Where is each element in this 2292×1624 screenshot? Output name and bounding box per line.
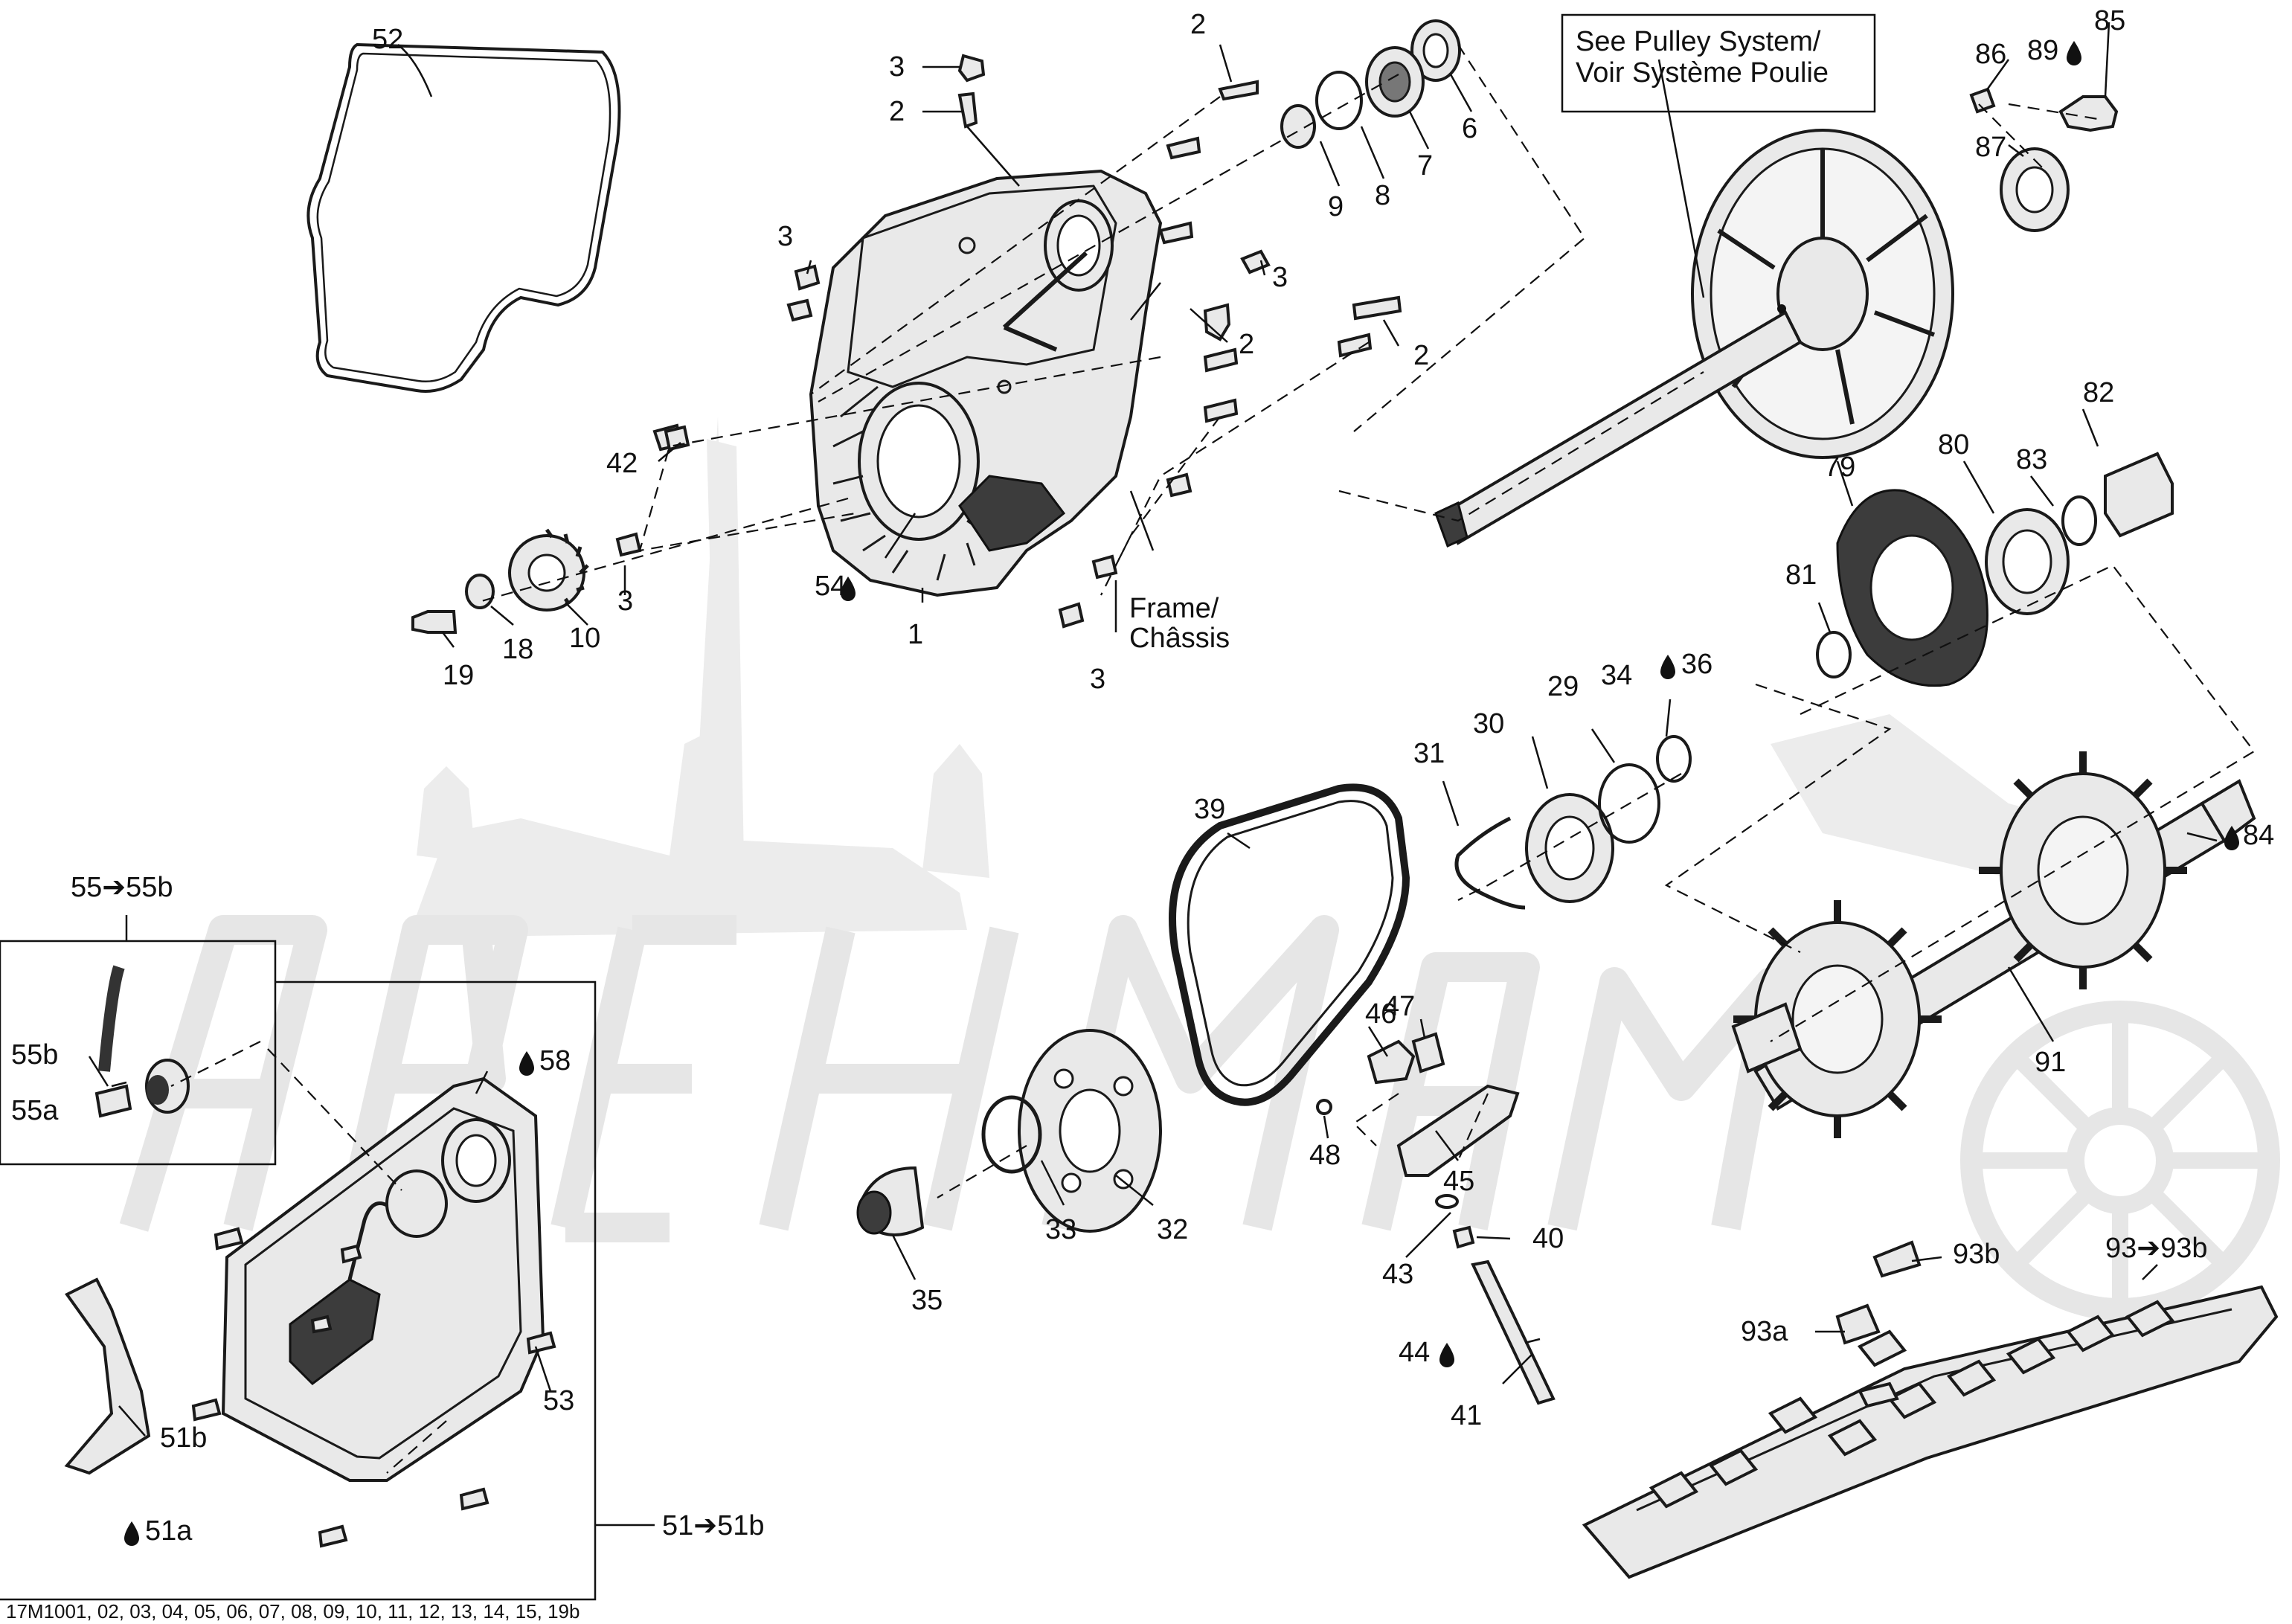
- callout-93-range: 93➔93b: [2105, 1233, 2208, 1264]
- callout-45: 45: [1443, 1166, 1474, 1197]
- callout-55-range: 55➔55b: [71, 872, 173, 903]
- assembly-dashed-lines: [170, 44, 2256, 1474]
- callout-labels: 52 3 2 2 9 8 7 6 3 3 2 2 42 54 1 3 19 18…: [6, 5, 2274, 1623]
- callout-82: 82: [2083, 377, 2114, 408]
- callout-2: 2: [1413, 340, 1429, 371]
- oil-drop-icon: [1439, 1343, 1454, 1367]
- callout-46: 46: [1365, 998, 1396, 1030]
- callout-29: 29: [1547, 671, 1579, 702]
- callout-93a: 93a: [1741, 1316, 1788, 1347]
- callout-55b: 55b: [11, 1039, 58, 1071]
- callout-40: 40: [1532, 1223, 1564, 1254]
- watermark: [119, 417, 2280, 1320]
- callout-2: 2: [1239, 329, 1254, 360]
- lower-bearing-stack: [1454, 452, 2174, 910]
- callout-47-visible: 47: [1384, 991, 1415, 1022]
- drive-chain-inner: [1187, 800, 1394, 1087]
- callout-81: 81: [1785, 559, 1817, 591]
- oil-drop-icon: [2067, 41, 2081, 65]
- callout-48: 48: [1309, 1140, 1341, 1171]
- callout-3: 3: [1090, 664, 1105, 695]
- callout-3: 3: [1272, 262, 1288, 293]
- callout-30: 30: [1473, 708, 1504, 739]
- callout-52: 52: [372, 24, 403, 55]
- chaincase-cover: [64, 965, 556, 1548]
- callout-19: 19: [443, 660, 474, 691]
- drive-axle: [1731, 751, 2256, 1138]
- callout-93b: 93b: [1953, 1239, 2000, 1270]
- upper-bearing-stack: [1280, 19, 1461, 149]
- callout-51a: 51a: [145, 1515, 193, 1547]
- chaincase-housing: [809, 169, 1163, 597]
- callout-91: 91: [2035, 1047, 2066, 1078]
- leader-lines: [0, 13, 2218, 1601]
- callout-32: 32: [1157, 1214, 1188, 1245]
- driven-pulley: [1434, 87, 2119, 548]
- callout-36: 36: [1681, 649, 1712, 680]
- callout-53: 53: [543, 1385, 574, 1416]
- drive-sprocket-group: [411, 425, 690, 634]
- callout-85: 85: [2094, 5, 2125, 36]
- see-pulley-line1: See Pulley System/: [1576, 26, 1821, 57]
- callout-83: 83: [2016, 444, 2047, 475]
- callout-1: 1: [908, 619, 923, 650]
- callout-35: 35: [911, 1285, 943, 1316]
- cover-gasket: [306, 42, 621, 393]
- lower-sprocket: [856, 1029, 1162, 1236]
- callout-3: 3: [617, 585, 633, 617]
- callout-54: 54: [815, 571, 846, 602]
- callout-79: 79: [1824, 452, 1855, 483]
- oil-drop-icon: [1660, 655, 1675, 679]
- drawing-codes-footer: 17M1001, 02, 03, 04, 05, 06, 07, 08, 09,…: [6, 1600, 580, 1623]
- callout-44: 44: [1399, 1337, 1430, 1368]
- frame-label-line2: Châssis: [1129, 623, 1230, 654]
- cover-gasket-inner: [316, 52, 611, 382]
- callout-58: 58: [539, 1045, 571, 1076]
- callout-2: 2: [889, 96, 905, 127]
- oil-drop-icon: [841, 577, 856, 601]
- callout-9: 9: [1328, 191, 1344, 222]
- drive-chain: [1169, 783, 1410, 1106]
- callout-34: 34: [1601, 660, 1632, 691]
- callout-3: 3: [777, 221, 793, 252]
- callout-7: 7: [1417, 150, 1433, 182]
- callout-3: 3: [889, 51, 905, 83]
- lubricant-markers: [124, 41, 2239, 1546]
- callout-6: 6: [1462, 113, 1477, 144]
- callout-51b: 51b: [160, 1422, 207, 1454]
- oil-drop-icon: [519, 1051, 534, 1076]
- callout-89: 89: [2027, 35, 2058, 66]
- callout-18: 18: [502, 634, 533, 665]
- callout-31: 31: [1413, 738, 1445, 769]
- callout-10: 10: [569, 623, 600, 654]
- callout-87: 87: [1975, 132, 2006, 163]
- callout-55a: 55a: [11, 1095, 59, 1126]
- callout-43: 43: [1382, 1259, 1413, 1290]
- callout-86: 86: [1975, 39, 2006, 70]
- callout-41: 41: [1451, 1400, 1482, 1431]
- callout-8: 8: [1375, 180, 1390, 211]
- callout-39: 39: [1194, 794, 1225, 825]
- oil-drop-icon: [124, 1521, 139, 1546]
- callout-51-range: 51➔51b: [662, 1510, 765, 1541]
- callout-80: 80: [1938, 429, 1969, 460]
- track-section: [1582, 1240, 2279, 1579]
- callout-2: 2: [1190, 9, 1206, 40]
- callout-84: 84: [2243, 820, 2274, 851]
- see-pulley-line2: Voir Système Poulie: [1576, 57, 1829, 89]
- callout-42: 42: [606, 448, 638, 479]
- callout-33: 33: [1045, 1214, 1076, 1245]
- oil-drop-icon: [2224, 826, 2239, 850]
- frame-label-line1: Frame/: [1129, 593, 1219, 624]
- chain-tensioner: [1316, 1032, 1556, 1405]
